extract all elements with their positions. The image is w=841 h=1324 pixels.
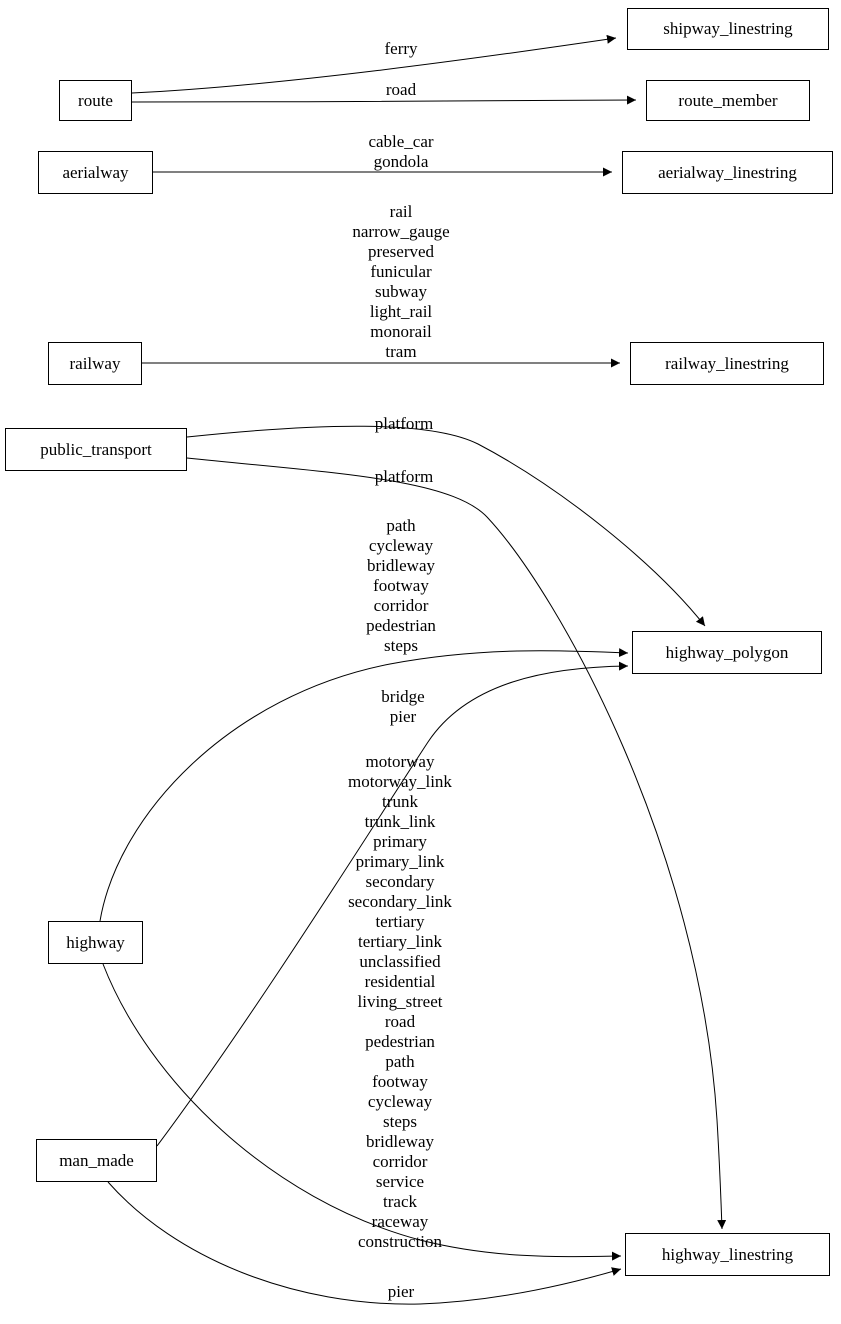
node-public-transport: public_transport [5, 428, 187, 471]
edge-public-transport-to-highway-linestring [186, 457, 727, 1230]
node-man-made: man_made [36, 1139, 157, 1182]
edge-route-to-shipway-linestring [131, 34, 617, 94]
node-shipway-linestring: shipway_linestring [627, 8, 829, 50]
node-railway-linestring: railway_linestring [630, 342, 824, 385]
edge-label-bridge-pier: bridge pier [381, 687, 425, 726]
edge-label-platform-linestring: platform [374, 467, 434, 486]
edge-label-cable-car-gondola: cable_car gondola [368, 132, 434, 171]
edge-label-pier: pier [387, 1282, 415, 1301]
edge-label-ferry: ferry [384, 39, 418, 58]
edge-label-railway-classes: rail narrow_gauge preserved funicular su… [352, 202, 450, 361]
edge-label-highway-linestring-classes: motorway motorway_link trunk trunk_link … [348, 752, 452, 1251]
edge-label-platform-polygon: platform [374, 414, 434, 433]
node-route: route [59, 80, 132, 121]
node-aerialway: aerialway [38, 151, 153, 194]
node-highway: highway [48, 921, 143, 964]
node-aerialway-linestring: aerialway_linestring [622, 151, 833, 194]
edge-label-highway-polygon-classes: path cycleway bridleway footway corridor… [366, 516, 436, 655]
node-highway-polygon: highway_polygon [632, 631, 822, 674]
node-railway: railway [48, 342, 142, 385]
node-route-member: route_member [646, 80, 810, 121]
edge-route-to-route-member [131, 95, 637, 105]
edge-label-road: road [385, 80, 417, 99]
node-highway-linestring: highway_linestring [625, 1233, 830, 1276]
edge-public-transport-to-highway-polygon [186, 425, 706, 627]
